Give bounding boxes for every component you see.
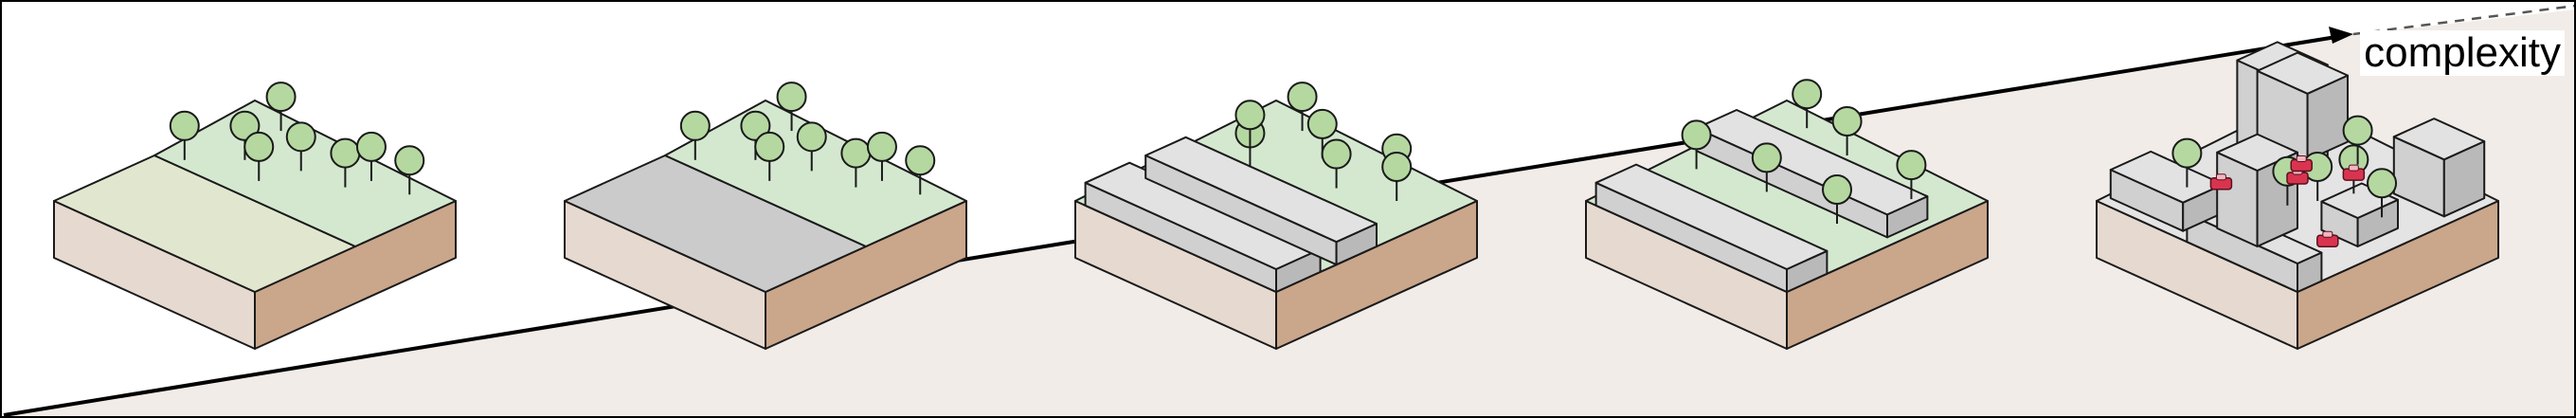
car	[2316, 230, 2339, 247]
tree	[1321, 138, 1352, 189]
stage-3	[1074, 82, 1478, 350]
tree-crown	[330, 137, 361, 169]
tree-crown	[1381, 152, 1413, 182]
tree	[285, 121, 316, 172]
tree-crown	[1751, 142, 1782, 173]
low-building-4	[2256, 51, 2349, 161]
tree	[754, 131, 785, 181]
stage-1	[53, 82, 457, 350]
tree-crown	[840, 137, 872, 169]
low-building-2	[2109, 150, 2225, 232]
tree-crown	[265, 82, 297, 113]
tree	[1831, 106, 1863, 155]
tree	[1822, 174, 1852, 224]
tree	[394, 145, 425, 195]
row-building-2	[1144, 136, 1378, 266]
tree	[905, 145, 936, 195]
tree-crown	[1321, 138, 1352, 170]
tree-crown	[285, 121, 316, 153]
tree-crown	[754, 131, 785, 162]
row-building-1	[1084, 161, 1322, 293]
low-building-2-top	[2109, 150, 2225, 204]
car-roof	[2322, 230, 2333, 238]
tree	[2171, 137, 2203, 188]
tree	[2342, 115, 2373, 165]
tree-crown	[1234, 100, 1266, 131]
grass-surface	[153, 100, 457, 247]
tree-crown	[1681, 119, 1712, 151]
tree-crown	[796, 121, 827, 153]
tree	[2367, 168, 2398, 218]
stage-2	[564, 82, 967, 350]
car-roof	[2296, 155, 2307, 163]
tree-crown	[740, 110, 771, 141]
tree-crown	[1792, 79, 1823, 110]
tree-crown	[1287, 82, 1318, 113]
tree-crown	[355, 131, 387, 162]
low-building-4-top	[2256, 51, 2349, 95]
tower-1-top	[2392, 118, 2486, 161]
car-roof	[2215, 173, 2226, 181]
row-building-1-top	[1594, 163, 1828, 270]
stage-4	[1585, 79, 1989, 350]
tree-crown	[394, 145, 425, 176]
grass-surface	[664, 100, 967, 247]
complexity-line-extension	[2352, 4, 2574, 36]
tree-crown	[2367, 168, 2398, 199]
tree-crown	[2342, 115, 2373, 146]
car	[2209, 173, 2233, 191]
tree-crown	[1831, 106, 1863, 136]
car-roof	[2348, 164, 2359, 172]
complexity-axis-label: complexity	[2360, 29, 2565, 77]
tree	[679, 110, 711, 160]
car	[2290, 155, 2313, 173]
tree	[1287, 82, 1318, 132]
tree	[1751, 142, 1782, 192]
car	[2342, 164, 2366, 181]
tree-crown	[169, 110, 200, 141]
tree	[169, 110, 200, 160]
tower-3	[2216, 133, 2298, 247]
complexity-arrowhead	[2329, 27, 2353, 44]
tree	[796, 121, 827, 172]
tree-crown	[1896, 150, 1927, 181]
tree	[265, 82, 297, 132]
tree	[1792, 79, 1823, 129]
tree-crown	[776, 82, 807, 113]
tree-crown	[1306, 108, 1338, 139]
tree	[776, 82, 807, 132]
tree-crown	[2171, 137, 2203, 169]
tree-crown	[243, 131, 275, 162]
tree	[355, 131, 387, 181]
stage-5	[2096, 41, 2499, 350]
tree	[866, 131, 897, 181]
tree	[1681, 119, 1712, 170]
row-building-1-top	[1084, 161, 1322, 270]
tree	[1306, 108, 1338, 158]
tree	[1234, 100, 1266, 150]
tree-crown	[229, 110, 261, 141]
tree	[1896, 150, 1927, 200]
tree-crown	[866, 131, 897, 162]
tree-crown	[905, 145, 936, 176]
row-building-1	[1594, 163, 1828, 293]
tree-crown	[679, 110, 711, 141]
tree-crown	[1822, 174, 1852, 205]
tower-1	[2392, 118, 2486, 218]
tree	[1381, 152, 1413, 201]
row-building-2-top	[1144, 136, 1378, 244]
tree	[243, 131, 275, 181]
